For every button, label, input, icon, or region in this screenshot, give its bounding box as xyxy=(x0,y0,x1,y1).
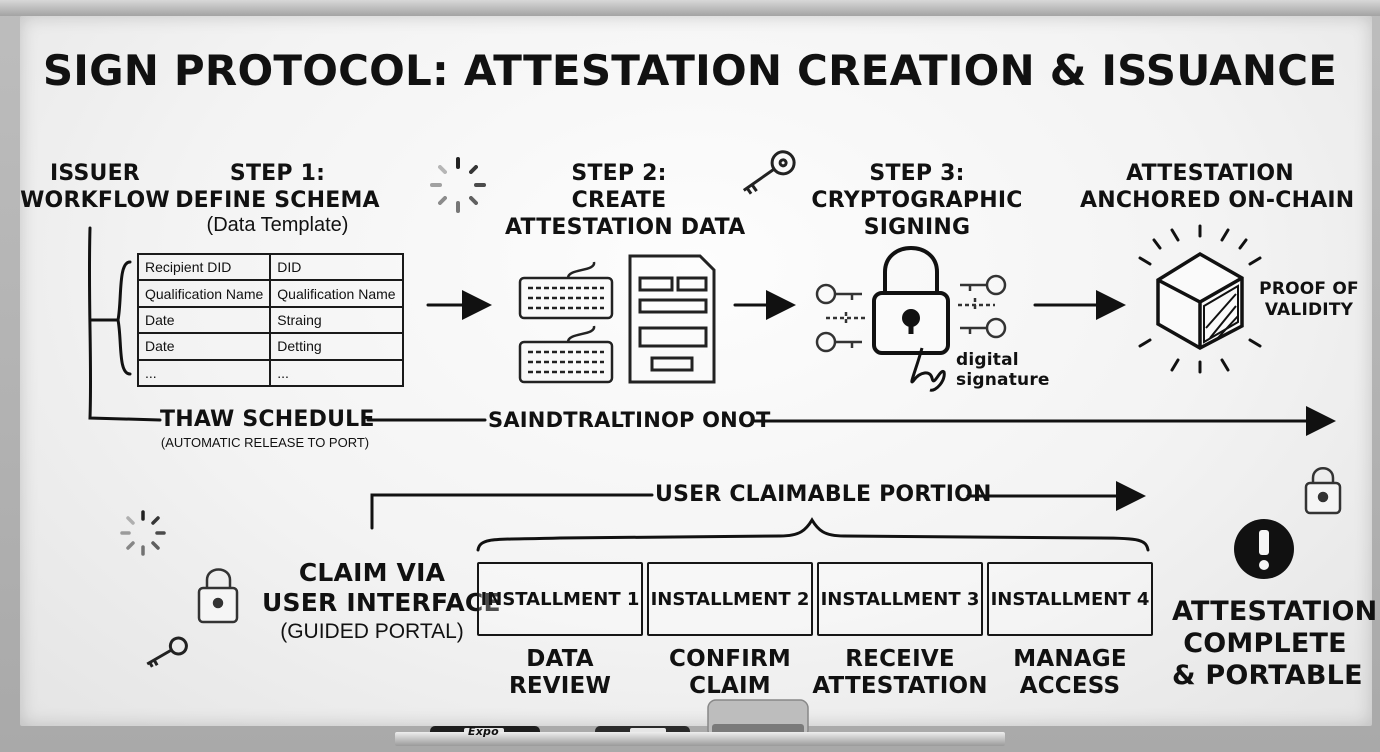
padlock-icon xyxy=(872,246,950,355)
table-cell: Qualification Name xyxy=(136,279,272,308)
table-cell: ... xyxy=(136,358,272,388)
thaw-schedule-subtitle: (AUTOMATIC RELEASE TO PORT) xyxy=(160,435,370,450)
claim-connector xyxy=(370,493,654,530)
claim-via-ui-subtitle: (GUIDED PORTAL) xyxy=(280,620,464,643)
table-cell: Date xyxy=(136,305,272,335)
step1-subtitle: (Data Template) xyxy=(206,214,349,236)
table-row: ...... xyxy=(136,358,404,388)
issuer-bracket xyxy=(87,226,162,422)
table-cell: Date xyxy=(136,332,272,361)
table-cell: Qualification Name xyxy=(269,279,404,308)
exclamation-icon xyxy=(1234,519,1294,579)
key-icon-small xyxy=(146,636,188,668)
installment-box-1: INSTALLMENT 1 xyxy=(477,562,643,636)
spinner-icon-small xyxy=(120,510,166,556)
installment-box-2: INSTALLMENT 2 xyxy=(647,562,813,636)
installment-brace xyxy=(476,517,1150,552)
table-cell: ... xyxy=(269,358,404,388)
step1-heading: STEP 1:DEFINE SCHEMA xyxy=(175,161,380,213)
document-form-icon xyxy=(628,254,716,384)
circuit-key-icons xyxy=(815,274,1007,353)
cube-icon xyxy=(1138,224,1262,374)
installment-box-3: INSTALLMENT 3 xyxy=(817,562,983,636)
timeline-label: SAINDTRALTINOP ONOT xyxy=(488,408,771,432)
table-cell: Recipient DID xyxy=(136,252,272,282)
board-frame xyxy=(0,0,1380,16)
padlock-icon-small xyxy=(197,467,1342,624)
schema-brace xyxy=(116,260,132,376)
table-cell: DID xyxy=(269,252,404,282)
key-icon xyxy=(742,150,796,195)
installment-box-4: INSTALLMENT 4 xyxy=(987,562,1153,636)
board-title: SIGN PROTOCOL: ATTESTATION CREATION & IS… xyxy=(42,46,1338,95)
table-cell: Detting xyxy=(269,332,404,361)
keyboard-icon xyxy=(518,261,614,384)
spinner-icon xyxy=(430,157,486,213)
table-cell: Straing xyxy=(269,305,404,335)
marker-tray xyxy=(395,732,1005,746)
marker-brand-label: Expo xyxy=(468,725,499,738)
signature-scribble xyxy=(910,347,946,392)
thaw-schedule-label: THAW SCHEDULE xyxy=(160,407,375,432)
user-claimable-portion-label: USER CLAIMABLE PORTION xyxy=(655,482,992,507)
